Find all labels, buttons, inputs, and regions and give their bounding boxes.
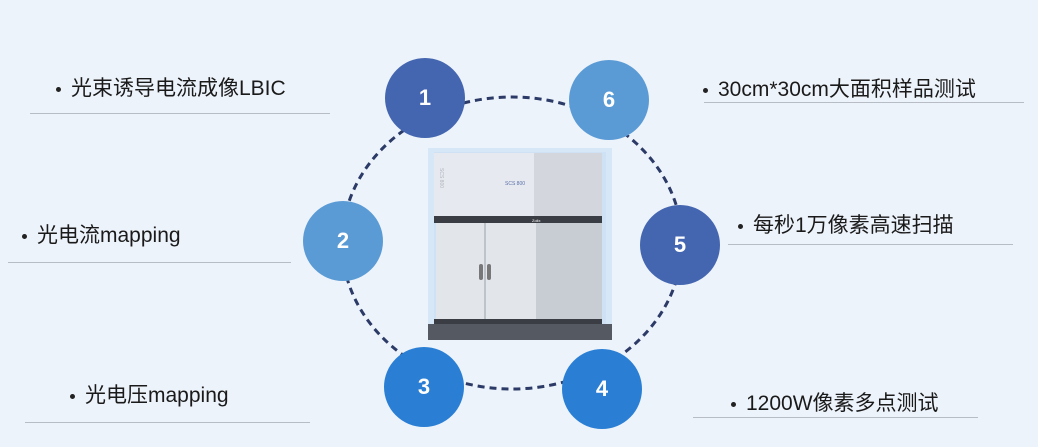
feature-number: 6	[602, 87, 616, 112]
instrument-image: SCS 800 SCS 800 Zolix	[428, 148, 612, 340]
feature-text: 每秒1万像素高速扫描	[753, 214, 954, 237]
feature-number: 4	[595, 376, 609, 401]
bullet-icon	[738, 223, 743, 229]
feature-label-3: 光电压mapping	[70, 379, 229, 409]
instrument-model-text: SCS 800	[505, 181, 525, 187]
bullet-icon	[731, 401, 736, 407]
feature-label-2: 光电流mapping	[22, 219, 181, 249]
feature-circle-6: 6	[569, 60, 649, 140]
divider	[8, 262, 291, 263]
bullet-icon	[70, 393, 75, 399]
feature-text: 光电压mapping	[85, 384, 229, 407]
instrument-side-text: SCS 800	[438, 168, 444, 188]
divider	[693, 417, 978, 418]
feature-number: 5	[673, 232, 687, 257]
feature-label-4: 1200W像素多点测试	[731, 387, 939, 417]
feature-label-1: 光束诱导电流成像LBIC	[56, 72, 286, 102]
bullet-icon	[56, 86, 61, 92]
feature-circle-3: 3	[384, 347, 464, 427]
feature-number: 2	[336, 228, 350, 253]
feature-circle-5: 5	[640, 205, 720, 285]
feature-label-5: 每秒1万像素高速扫描	[738, 209, 954, 239]
bullet-icon	[703, 87, 708, 93]
feature-number: 3	[417, 374, 431, 399]
feature-number: 1	[418, 85, 432, 110]
feature-text: 30cm*30cm大面积样品测试	[718, 78, 976, 101]
feature-circle-2: 2	[303, 201, 383, 281]
instrument-brand-text: Zolix	[532, 218, 540, 223]
feature-text: 1200W像素多点测试	[746, 392, 939, 415]
divider	[25, 422, 310, 423]
bullet-icon	[22, 233, 27, 239]
feature-label-6: 30cm*30cm大面积样品测试	[703, 73, 976, 103]
feature-text: 光电流mapping	[37, 224, 181, 247]
feature-circle-4: 4	[562, 349, 642, 429]
divider	[704, 102, 1024, 103]
divider	[30, 113, 330, 114]
divider	[728, 244, 1013, 245]
feature-text: 光束诱导电流成像LBIC	[71, 77, 286, 100]
feature-circle-1: 1	[385, 58, 465, 138]
